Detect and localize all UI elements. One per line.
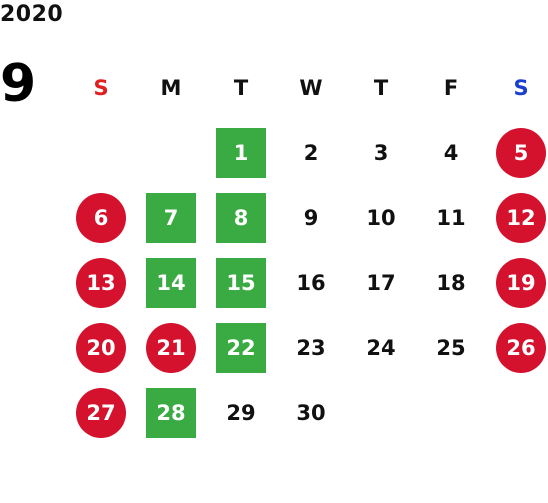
weekday-header: S (93, 75, 109, 100)
calendar-cell: 25 (416, 315, 486, 380)
weekday-header: S (513, 75, 529, 100)
day-number[interactable]: 11 (436, 205, 466, 230)
holiday-day[interactable]: 21 (146, 322, 196, 373)
calendar-cell: 16 (276, 250, 346, 315)
highlighted-day[interactable]: 8 (216, 192, 266, 243)
calendar-cell: 29 (206, 380, 276, 445)
calendar-cell: 5 (486, 120, 548, 185)
highlighted-day[interactable]: 7 (146, 192, 196, 243)
day-number[interactable]: 30 (296, 400, 326, 425)
holiday-day[interactable]: 20 (76, 322, 126, 373)
calendar-cell: 19 (486, 250, 548, 315)
holiday-day[interactable]: 19 (496, 257, 546, 308)
calendar-cell: 13 (66, 250, 136, 315)
calendar-cell: 17 (346, 250, 416, 315)
day-number[interactable]: 10 (366, 205, 396, 230)
calendar-cell: 3 (346, 120, 416, 185)
calendar-cell: 30 (276, 380, 346, 445)
calendar-cell: 26 (486, 315, 548, 380)
highlighted-day[interactable]: 28 (146, 387, 196, 438)
calendar-cell: 11 (416, 185, 486, 250)
weekday-header: T (373, 75, 389, 100)
day-number[interactable]: 3 (373, 140, 389, 165)
weekday-header: T (233, 75, 249, 100)
calendar-cell: 15 (206, 250, 276, 315)
day-number[interactable]: 29 (226, 400, 256, 425)
holiday-day[interactable]: 5 (496, 127, 546, 178)
calendar-cell: 18 (416, 250, 486, 315)
highlighted-day[interactable]: 14 (146, 257, 196, 308)
day-number[interactable]: 24 (366, 335, 396, 360)
day-number[interactable]: 16 (296, 270, 326, 295)
calendar-cell: 7 (136, 185, 206, 250)
highlighted-day[interactable]: 1 (216, 127, 266, 178)
highlighted-day[interactable]: 22 (216, 322, 266, 373)
month-number: 9 (0, 54, 37, 114)
day-number[interactable]: 2 (303, 140, 319, 165)
calendar-cell: 1 (206, 120, 276, 185)
calendar-cell: 28 (136, 380, 206, 445)
weekday-header: F (443, 75, 459, 100)
day-number[interactable]: 18 (436, 270, 466, 295)
calendar-cell: 8 (206, 185, 276, 250)
year-label: 2020 (0, 2, 64, 27)
calendar-cell: 2 (276, 120, 346, 185)
day-number[interactable]: 9 (303, 205, 319, 230)
holiday-day[interactable]: 12 (496, 192, 546, 243)
calendar-cell: 22 (206, 315, 276, 380)
calendar-cell: 20 (66, 315, 136, 380)
calendar-cell: 10 (346, 185, 416, 250)
calendar-cell: 21 (136, 315, 206, 380)
day-number[interactable]: 17 (366, 270, 396, 295)
day-number[interactable]: 4 (443, 140, 459, 165)
day-number[interactable]: 25 (436, 335, 466, 360)
calendar-cell: 24 (346, 315, 416, 380)
holiday-day[interactable]: 27 (76, 387, 126, 438)
holiday-day[interactable]: 13 (76, 257, 126, 308)
holiday-day[interactable]: 26 (496, 322, 546, 373)
calendar-cell: 9 (276, 185, 346, 250)
calendar-cell: 12 (486, 185, 548, 250)
calendar-cell: 14 (136, 250, 206, 315)
calendar-cell: 4 (416, 120, 486, 185)
weekday-header: W (299, 75, 323, 100)
calendar-cell: 23 (276, 315, 346, 380)
calendar-cell (66, 120, 136, 185)
holiday-day[interactable]: 6 (76, 192, 126, 243)
calendar-cell (416, 380, 486, 445)
day-number[interactable]: 23 (296, 335, 326, 360)
calendar-cell: 6 (66, 185, 136, 250)
calendar-cell (136, 120, 206, 185)
calendar-cell (486, 380, 548, 445)
weekday-header: M (160, 75, 182, 100)
highlighted-day[interactable]: 15 (216, 257, 266, 308)
calendar-cell (346, 380, 416, 445)
calendar-cell: 27 (66, 380, 136, 445)
